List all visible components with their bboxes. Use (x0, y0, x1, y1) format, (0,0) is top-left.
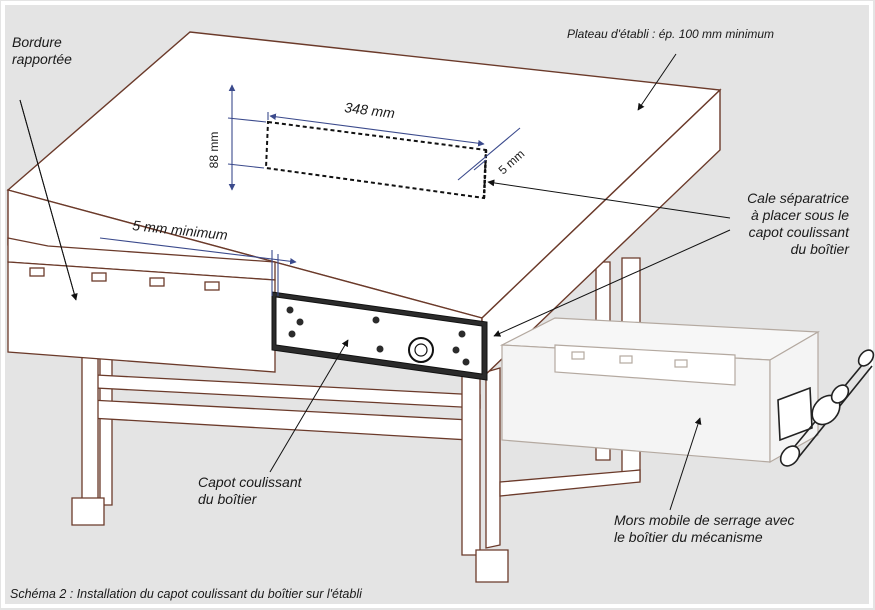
leader-cale-top (487, 179, 731, 219)
mors-slot (674, 359, 688, 368)
cale-edge (482, 149, 488, 199)
capot-center-knob (408, 337, 434, 363)
label-cale-line: à placer sous le (750, 207, 849, 223)
vise-screw-block (777, 386, 813, 442)
label-mors-line: Mors mobile de serrage avec (614, 512, 795, 528)
leader-bordure-arrowed (19, 99, 78, 301)
label-bordure-line: Bordure (12, 34, 62, 50)
mors-recess (554, 344, 736, 386)
capot-hole (286, 306, 294, 314)
foot-left (71, 497, 105, 526)
vise-hub-ring (830, 384, 850, 404)
leader-plateau (637, 53, 677, 111)
capot-hole (372, 316, 380, 324)
leader-cale-bottom (493, 229, 731, 337)
label-plateau: Plateau d'établi : ép. 100 mm minimum (567, 27, 775, 41)
label-cale-line: du boîtier (790, 241, 849, 257)
capot-hole (296, 318, 304, 326)
capot-hole (376, 345, 384, 353)
leader-mors (669, 417, 702, 511)
long-stretcher (499, 469, 641, 497)
label-mors-line: le boîtier du mécanisme (614, 529, 763, 545)
label-capot-line: Capot coulissant (198, 474, 302, 490)
dim-height-text: 88 mm (207, 132, 221, 169)
leader-capot (269, 339, 349, 473)
bordure-top (7, 237, 276, 281)
stretcher-low (89, 399, 471, 441)
front-leg-left (81, 339, 99, 506)
label-cale: Cale séparatrice à placer sous le capot … (747, 190, 849, 258)
dim-thickness-tick (473, 159, 487, 171)
mors-mobile (499, 317, 821, 464)
vise-handle-knob-bottom (779, 445, 801, 467)
dim-length-line (269, 113, 485, 147)
foot-right (475, 549, 509, 583)
label-bordure: Bordure rapportée (12, 34, 72, 68)
vise-handle-knob-top (857, 349, 875, 367)
capot-hole (288, 330, 296, 338)
capot-plate (271, 291, 488, 381)
dim-gap-line (99, 237, 297, 265)
label-mors: Mors mobile de serrage avec le boîtier d… (614, 512, 795, 546)
capot-hole (458, 330, 466, 338)
dim-thickness-line (457, 127, 521, 181)
bordure-front (7, 261, 276, 373)
capot-center-knob-inner (414, 343, 428, 357)
label-capot: Capot coulissant du boîtier (198, 474, 302, 508)
figure-caption: Schéma 2 : Installation du capot couliss… (10, 587, 362, 601)
label-cale-line: capot coulissant (748, 224, 849, 240)
bordure-slot (91, 272, 107, 282)
bordure-slot (29, 267, 45, 277)
capot-hole (452, 346, 460, 354)
vise-handle (777, 349, 875, 467)
dim-length-text: 348 mm (344, 99, 396, 121)
label-bordure-line: rapportée (12, 51, 72, 67)
front-leg-right (461, 369, 481, 556)
bordure-slot (204, 281, 220, 291)
inner-leg-right (485, 367, 501, 549)
mors-slot (571, 351, 585, 360)
dimension-lines (99, 84, 521, 296)
bordure-strip (7, 237, 276, 373)
capot-hole (462, 358, 470, 366)
label-cale-line: Cale séparatrice (747, 190, 849, 206)
bordure-slot (149, 277, 165, 287)
label-capot-line: du boîtier (198, 491, 257, 507)
mors-slot (619, 355, 633, 364)
